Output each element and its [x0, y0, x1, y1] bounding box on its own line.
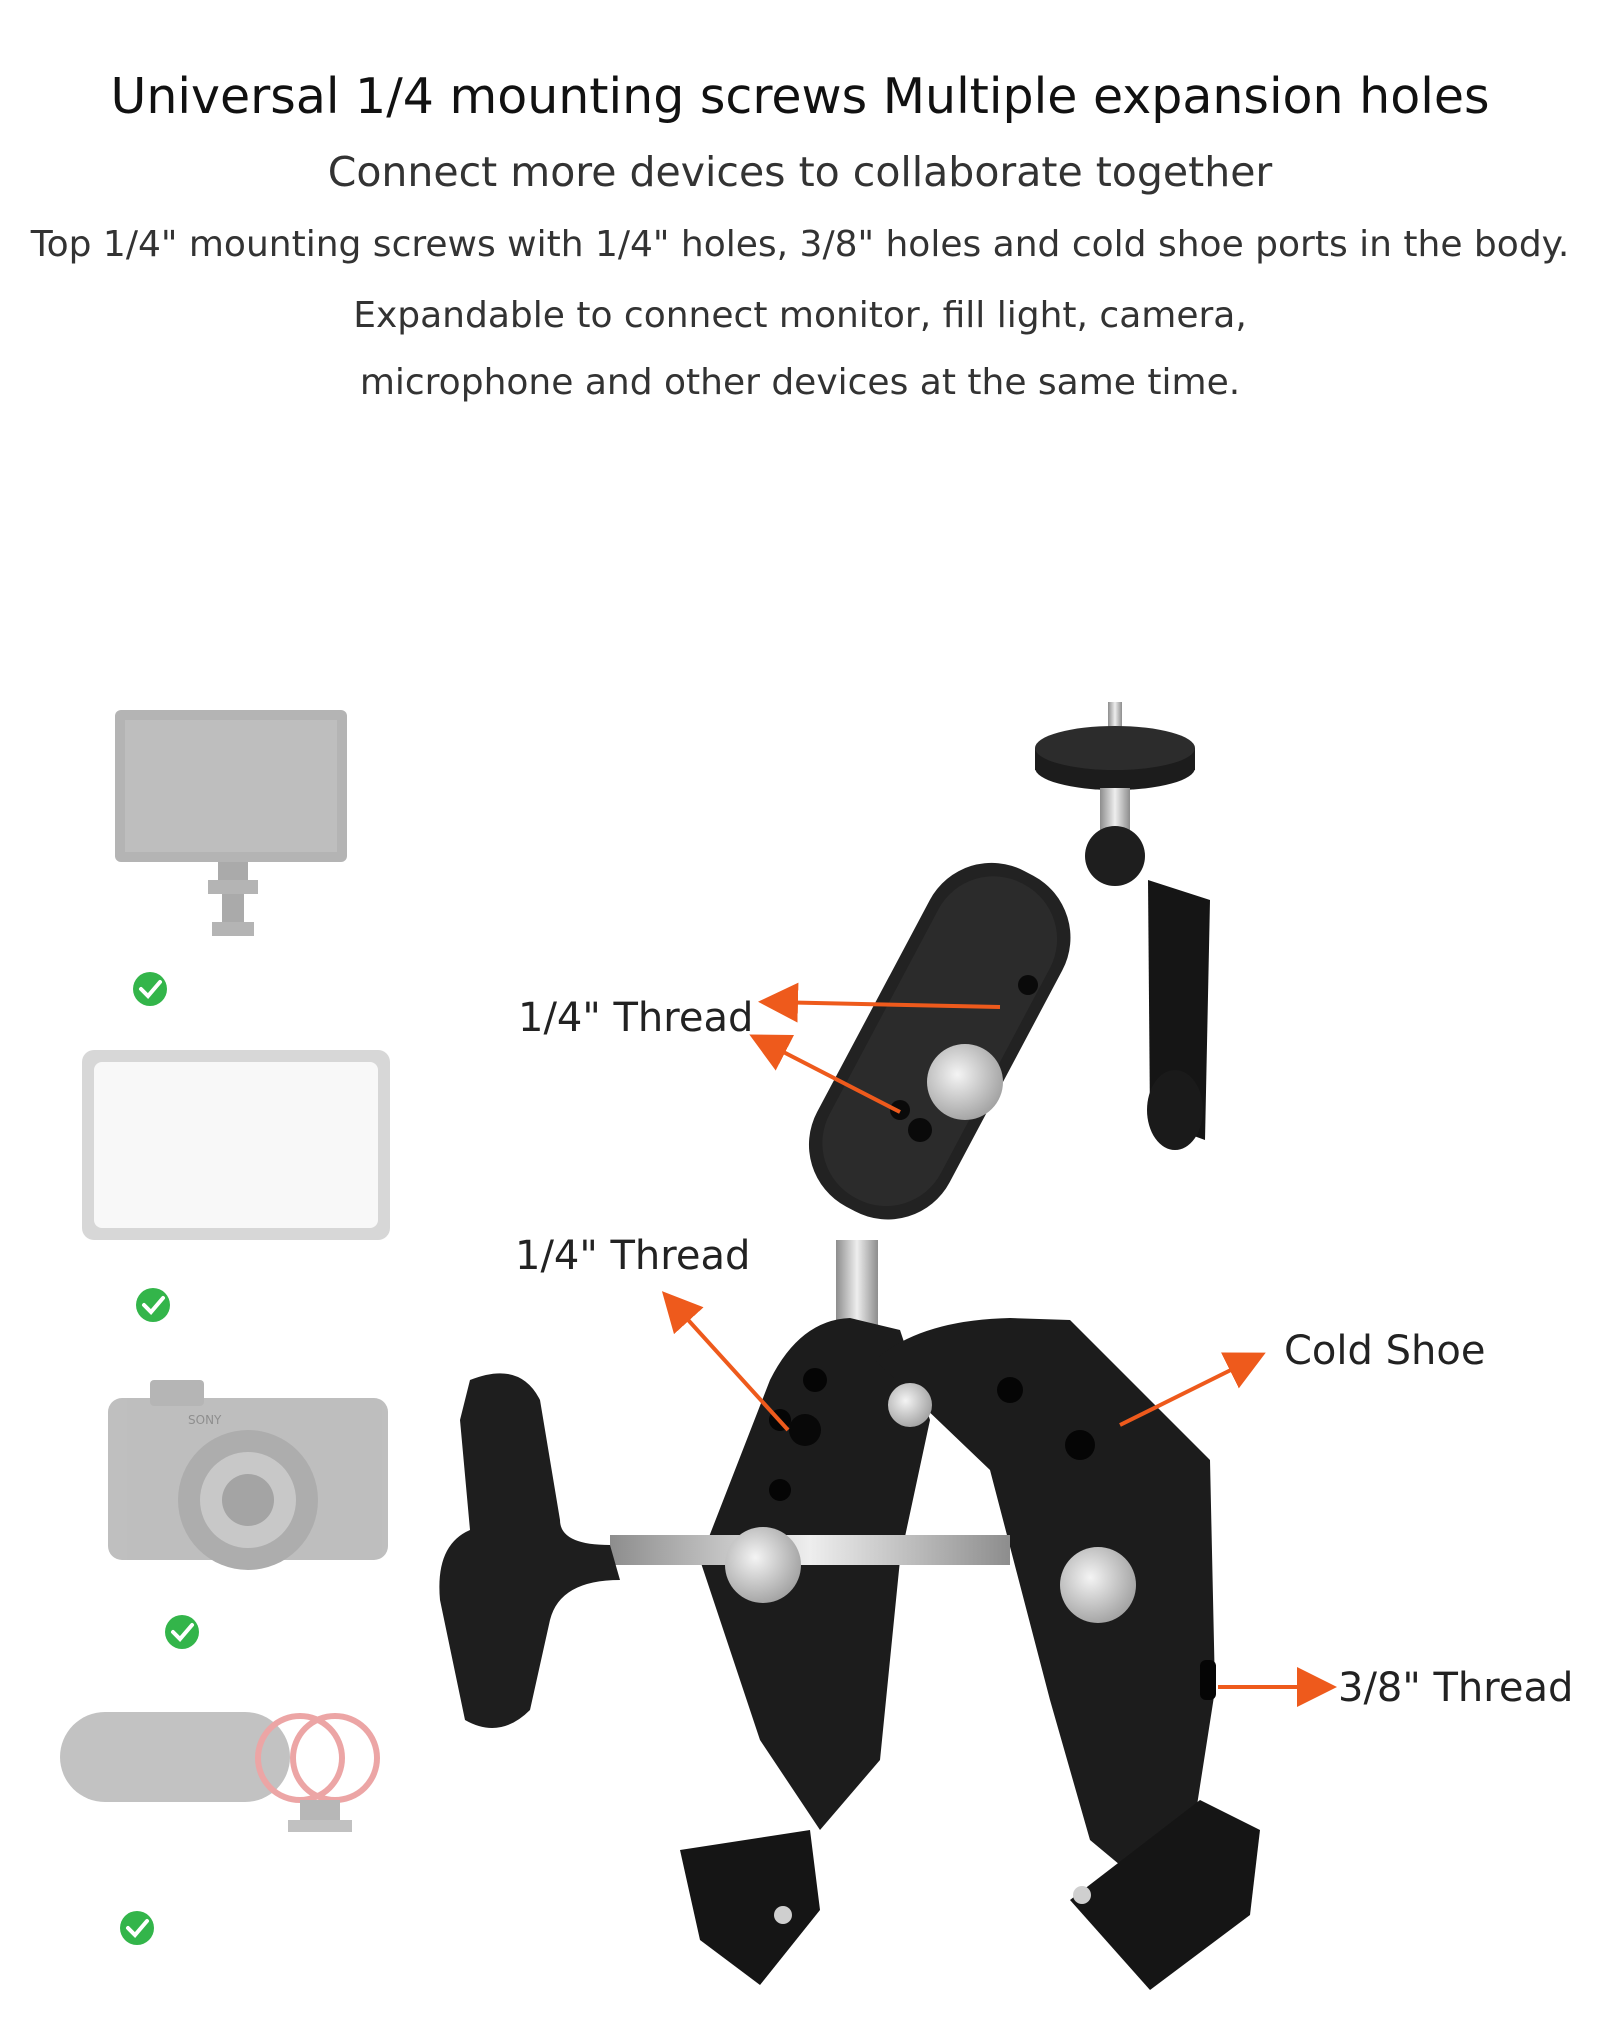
callout-arrows: [661, 982, 1337, 1707]
check-icon: [165, 1615, 199, 1649]
description-line-2: Expandable to connect monitor, fill ligh…: [353, 295, 1247, 336]
check-icon: [136, 1288, 170, 1322]
camera-brand-text: SONY: [188, 1413, 222, 1427]
arrow-upper-thread-2: [749, 1034, 901, 1114]
monitor-icon: [115, 710, 347, 936]
arrow-upper-thread-1: [758, 982, 1001, 1023]
page-title: Universal 1/4 mounting screws Multiple e…: [110, 68, 1490, 125]
camera-icon: SONY: [108, 1380, 388, 1570]
microphone-icon: [60, 1712, 380, 1832]
label-side-thread: 3/8" Thread: [1338, 1665, 1574, 1711]
arrow-cold-shoe: [1119, 1352, 1266, 1427]
fill-light-icon: [82, 1050, 390, 1240]
check-icon: [120, 1911, 154, 1945]
arrow-lower-thread: [661, 1291, 790, 1432]
description-line-3: microphone and other devices at the same…: [359, 362, 1241, 403]
clamp-product: [439, 702, 1260, 1990]
page-subtitle: Connect more devices to collaborate toge…: [327, 148, 1273, 196]
description-line-1: Top 1/4" mounting screws with 1/4" holes…: [30, 224, 1570, 265]
label-upper-thread: 1/4" Thread: [518, 995, 754, 1041]
label-lower-thread: 1/4" Thread: [515, 1233, 751, 1279]
label-cold-shoe: Cold Shoe: [1284, 1328, 1486, 1374]
check-icon: [133, 972, 167, 1006]
